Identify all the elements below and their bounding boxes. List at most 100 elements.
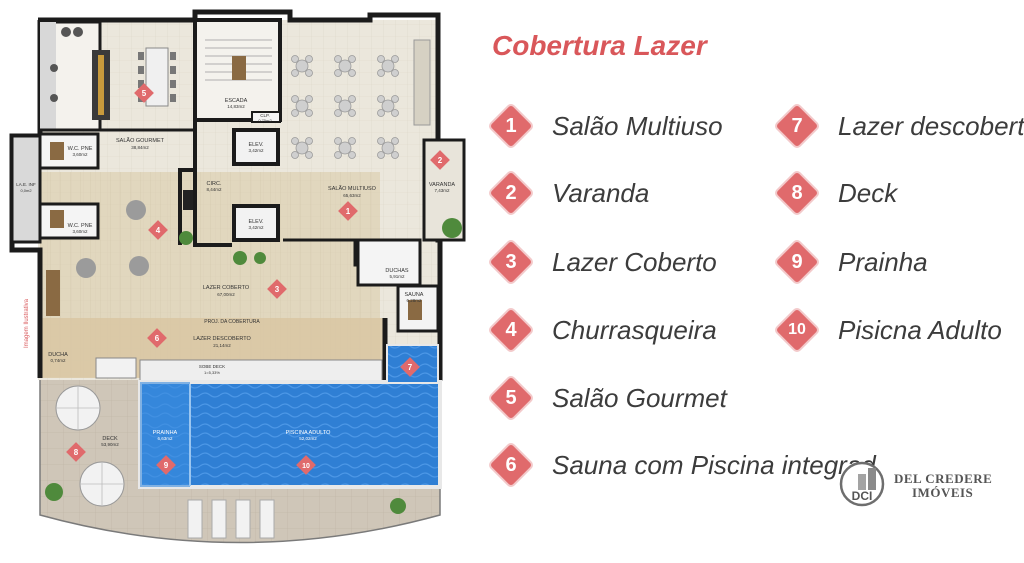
sobe-deck-label: SOBE DECK (199, 364, 225, 369)
svg-text:2: 2 (438, 156, 443, 165)
plan-marker-5: 5 (134, 83, 154, 103)
room-lae-area: 0,0m2 (20, 188, 32, 193)
room-elev-1-area: 3,42m2 (248, 148, 264, 153)
room-prainha-area: 6,63m2 (157, 436, 173, 441)
legend-item-deck: 8 Deck (775, 171, 898, 215)
legend-label: Deck (838, 177, 898, 208)
room-salao-gourmet: SALÃO GOURMET (116, 137, 165, 144)
legend-badge: 10 (775, 308, 819, 352)
legend-badge: 7 (775, 104, 819, 148)
proj-cobertura-label: PROJ. DA COBERTURA (204, 319, 260, 325)
plan-marker-1: 1 (338, 201, 358, 221)
legend-label: Varanda (552, 177, 650, 208)
room-lazer-descoberto-area: 21,14m2 (213, 343, 231, 348)
sobe-deck (139, 359, 383, 383)
room-elev-2-area: 3,42m2 (248, 225, 264, 230)
room-deck-area: 53,90m2 (101, 442, 119, 447)
room-clp-area: 0,75m2 (258, 118, 272, 123)
plan-marker-10: 10 (296, 455, 316, 475)
room-deck: DECK (102, 436, 118, 442)
svg-text:7: 7 (408, 363, 413, 372)
svg-text:1: 1 (346, 207, 351, 216)
room-wc-2: W.C. PNE (68, 223, 93, 229)
room-escada: ESCADA (225, 98, 248, 104)
legend-label: Lazer descoberto (838, 110, 1024, 141)
plan-marker-4: 4 (148, 220, 168, 240)
room-circ: CIRC. (207, 181, 222, 187)
legend-label: Sauna com Piscina integrad (552, 449, 876, 480)
legend-badge: 3 (489, 240, 533, 284)
room-wc-1-area: 3,60m2 (72, 152, 88, 157)
room-duchas: DUCHAS (385, 268, 409, 274)
room-escada-area: 14,83m2 (227, 104, 245, 109)
del-credere-logo: DCI DEL CREDERE IMÓVEIS (838, 460, 998, 508)
plan-markers: 1 2 3 4 5 6 7 8 9 10 (66, 83, 450, 475)
svg-text:6: 6 (155, 334, 160, 343)
legend-label: Prainha (838, 246, 928, 277)
room-elev-1: ELEV. (248, 142, 264, 148)
svg-text:10: 10 (302, 463, 310, 470)
building-logo-icon: DCI (839, 461, 885, 507)
room-piscina-adulto-area: 52,02m2 (299, 436, 317, 441)
legend-badge: 9 (775, 240, 819, 284)
legend-badge: 2 (489, 171, 533, 215)
room-varanda-area: 7,43m2 (434, 188, 450, 193)
plan-marker-6: 6 (147, 328, 167, 348)
room-lazer-coberto-area: 67,00m2 (217, 292, 235, 297)
legend-badge: 6 (489, 443, 533, 487)
room-salao-multiuso-area: 65,63m2 (343, 193, 361, 198)
legend-label: Churrasqueira (552, 314, 717, 345)
legend-item-lazer-descoberto: 7 Lazer descoberto (775, 104, 1024, 148)
svg-text:5: 5 (142, 89, 147, 98)
sobe-deck-area: 1=5,33% (204, 370, 220, 375)
duchas-box (356, 238, 422, 287)
svg-text:8: 8 (74, 448, 79, 457)
clp-box (251, 111, 281, 123)
room-sauna-area: 6,28m2 (406, 298, 422, 303)
room-lazer-coberto: LAZER COBERTO (203, 285, 250, 291)
elev-1 (232, 128, 280, 166)
room-salao-multiuso: SALÃO MULTIUSO (328, 185, 377, 192)
legend-badge: 8 (775, 171, 819, 215)
room-circ-area: 8,44m2 (206, 187, 222, 192)
legend-item-churrasqueira: 4 Churrasqueira (489, 308, 717, 352)
logo-line-2: IMÓVEIS (912, 485, 974, 500)
room-lazer-descoberto: LAZER DESCOBERTO (193, 336, 251, 342)
plan-marker-9: 9 (156, 455, 176, 475)
legend-label: Pisicna Adulto (838, 314, 1002, 345)
room-wc-2-area: 3,60m2 (72, 229, 88, 234)
logo-mark: DCI (852, 489, 873, 503)
page-title: Cobertura Lazer (492, 30, 707, 61)
legend-badge: 5 (489, 376, 533, 420)
room-wc-1: W.C. PNE (68, 146, 93, 152)
plan-marker-3: 3 (267, 279, 287, 299)
legend-badge: 4 (489, 308, 533, 352)
plan-marker-7: 7 (400, 357, 420, 377)
room-elev-2: ELEV. (248, 219, 264, 225)
room-ducha-area: 0,74m2 (50, 358, 66, 363)
room-varanda: VARANDA (429, 182, 456, 188)
room-lae: LA.E. INF (16, 182, 36, 187)
legend-badge: 1 (489, 104, 533, 148)
legend-item-prainha: 9 Prainha (775, 240, 928, 284)
legend-label: Salão Gourmet (552, 382, 727, 413)
svg-text:3: 3 (275, 285, 280, 294)
legend-item-salao-multiuso: 1 Salão Multiuso (489, 104, 723, 148)
room-duchas-area: 5,91m2 (389, 274, 405, 279)
wc-pne-2 (38, 202, 100, 240)
floor-plan: Imagem Ilustrativa SALÃO GOURMET 38,84m2… (9, 9, 466, 544)
room-prainha: PRAINHA (153, 430, 178, 436)
room-ducha: DUCHA (48, 352, 68, 358)
legend-item-salao-gourmet: 5 Salão Gourmet (489, 376, 727, 420)
watermark-text: Imagem Ilustrativa (24, 298, 30, 348)
legend-label: Lazer Coberto (552, 246, 717, 277)
multiuso-tables (291, 55, 399, 159)
legend-item-lazer-coberto: 3 Lazer Coberto (489, 240, 717, 284)
elev-2 (232, 204, 280, 242)
plan-marker-2: 2 (430, 150, 450, 170)
lae-box (10, 134, 42, 244)
svg-text:4: 4 (156, 226, 161, 235)
room-piscina-adulto: PISCINA ADULTO (286, 430, 331, 436)
logo-line-1: DEL CREDERE (894, 471, 993, 486)
wc-pne-1 (38, 132, 100, 170)
